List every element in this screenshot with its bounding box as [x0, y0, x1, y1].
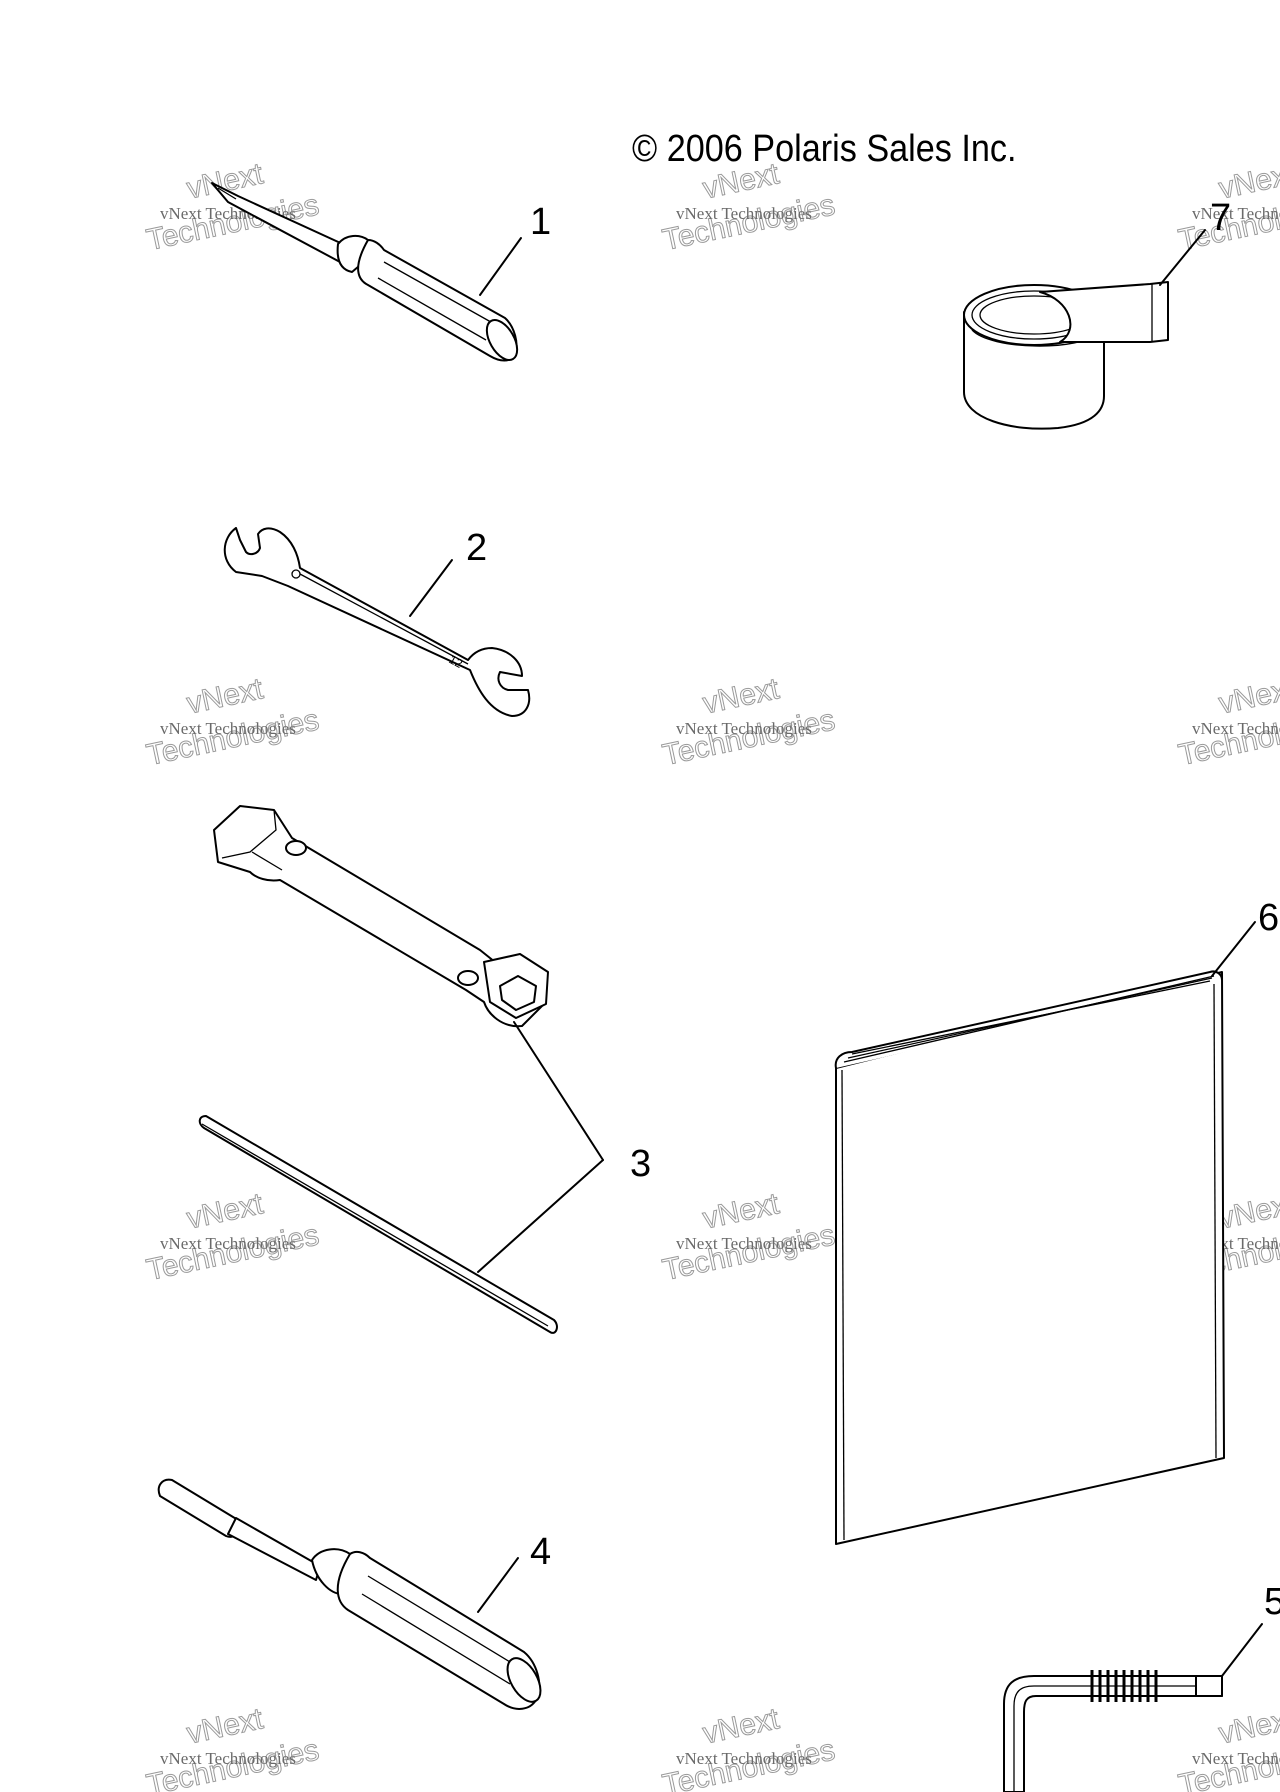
watermark-text: vNext Technologies: [676, 204, 812, 223]
watermark-text: vNext Technologies: [160, 719, 296, 738]
callout-leader-4: [477, 1557, 519, 1613]
watermark-text-outline: vNext: [700, 1187, 783, 1235]
svg-text:12: 12: [447, 652, 466, 671]
callout-leader-3b: [477, 1159, 604, 1273]
owners-manual-icon: [834, 970, 1225, 1545]
copyright-notice: © 2006 Polaris Sales Inc.: [632, 128, 1017, 170]
watermark-text: vNext Technologies: [1192, 204, 1280, 223]
screwdriver-icon: [211, 182, 519, 362]
watermark-text: vNext Technologies: [676, 1234, 812, 1253]
watermark-text-outline: vNext: [1216, 672, 1280, 720]
watermark-text-outline: vNext: [700, 1702, 783, 1750]
watermark-text-outline: vNext: [1216, 1187, 1280, 1235]
watermark-text: vNext Technologies: [676, 1749, 812, 1768]
callout-label-7: 7: [1210, 197, 1231, 239]
open-end-wrench-icon: 12: [223, 527, 531, 717]
tape-roll-icon: [963, 281, 1169, 430]
callout-leader-2: [409, 559, 453, 617]
watermark-text: vNext Technologies: [1192, 719, 1280, 738]
callout-label-3: 3: [630, 1143, 651, 1185]
watermark-text: vNext Technologies: [160, 1234, 296, 1253]
watermark-text: vNext Technologies: [160, 1749, 296, 1768]
watermark-text-outline: vNext: [184, 1187, 267, 1235]
callout-label-2: 2: [466, 527, 487, 569]
hex-key-icon: [1003, 1670, 1223, 1792]
watermark-text-outline: vNext: [700, 672, 783, 720]
callout-leader-3a: [513, 1021, 604, 1161]
watermark-text-outline: vNext: [184, 672, 267, 720]
callout-leader-7: [1159, 229, 1206, 286]
watermark-text: vNext Technologies: [1192, 1749, 1280, 1768]
callout-leader-1: [479, 237, 522, 296]
screwdriver-icon: [157, 1478, 542, 1710]
watermark-text-outline: vNext: [1216, 1702, 1280, 1750]
spark-plug-wrench-icon: [198, 805, 558, 1334]
callout-label-1: 1: [530, 201, 551, 243]
callout-label-5: 5: [1264, 1581, 1280, 1623]
callout-leader-5: [1221, 1623, 1263, 1677]
watermark-text: vNext Technologies: [676, 719, 812, 738]
watermark-text-outline: vNext: [184, 1702, 267, 1750]
callout-label-6: 6: [1258, 897, 1279, 939]
callout-label-4: 4: [530, 1531, 551, 1573]
callout-leader-6: [1211, 921, 1256, 977]
